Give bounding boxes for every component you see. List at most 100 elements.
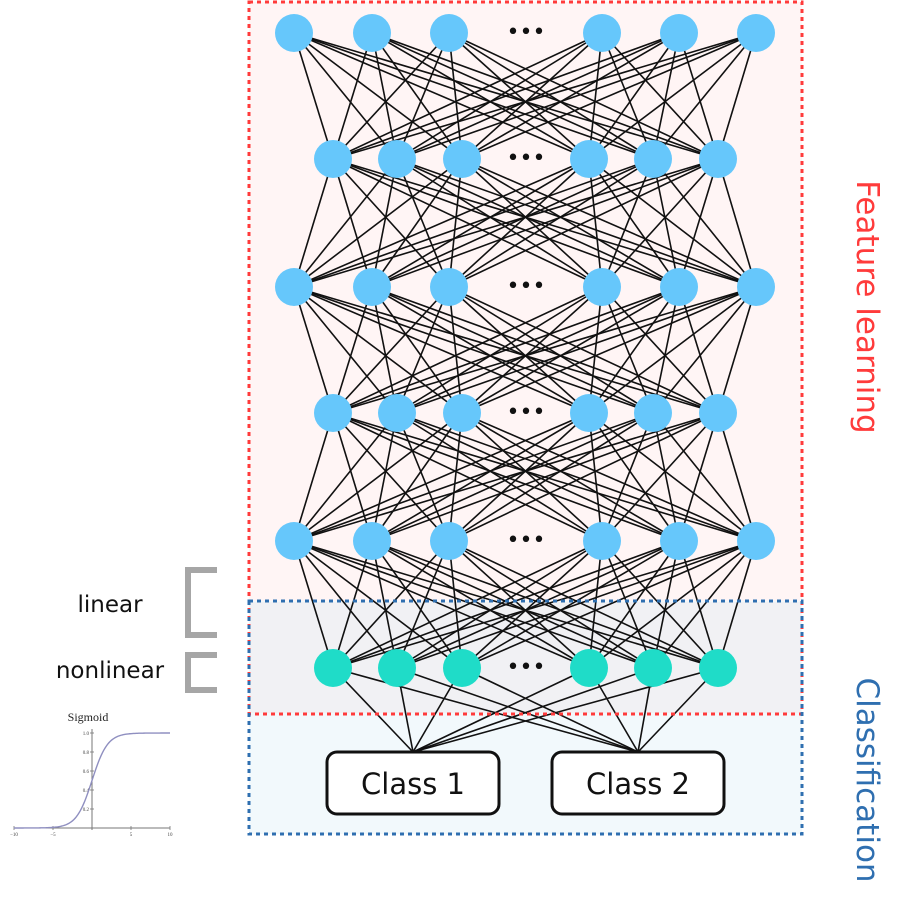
network-edge bbox=[717, 540, 757, 669]
output-layer-node bbox=[570, 649, 608, 687]
network-edge bbox=[412, 667, 719, 753]
network-edge bbox=[448, 286, 654, 414]
network-edge bbox=[652, 540, 680, 669]
network-edge bbox=[371, 158, 463, 288]
network-edge bbox=[332, 286, 680, 414]
network-edge bbox=[293, 32, 463, 160]
network-edge bbox=[448, 540, 654, 669]
hidden-layer-node bbox=[737, 268, 775, 306]
network-edge bbox=[293, 412, 719, 542]
feature-learning-region bbox=[249, 2, 802, 714]
network-edge bbox=[293, 412, 463, 542]
network-edge bbox=[412, 667, 590, 753]
network-edge bbox=[293, 32, 590, 160]
network-edge bbox=[293, 158, 463, 288]
network-edge bbox=[448, 32, 719, 160]
network-edge bbox=[448, 540, 719, 669]
network-edge bbox=[293, 540, 654, 669]
hidden-layer-node bbox=[583, 268, 621, 306]
network-edge bbox=[332, 32, 373, 160]
layer-ellipsis: ••• bbox=[507, 20, 546, 45]
network-edge bbox=[332, 286, 757, 414]
sigmoid-curve bbox=[13, 732, 171, 829]
network-edge bbox=[371, 32, 590, 160]
network-edge bbox=[588, 540, 757, 669]
output-layer-node bbox=[443, 649, 481, 687]
network-edge bbox=[293, 286, 463, 414]
network-edge bbox=[396, 286, 680, 414]
feature-learning-label: Feature learning bbox=[849, 180, 885, 433]
hidden-layer-node bbox=[443, 140, 481, 178]
network-edge bbox=[396, 540, 603, 669]
network-edge bbox=[396, 667, 639, 753]
network-edge bbox=[371, 412, 463, 542]
network-edge bbox=[293, 412, 590, 542]
sigmoid-y-tick: 0.8 bbox=[83, 751, 90, 756]
sigmoid-y-tick: 0.4 bbox=[83, 789, 90, 794]
network-edge bbox=[293, 540, 463, 669]
network-edge bbox=[293, 158, 590, 288]
hidden-layer-node bbox=[314, 140, 352, 178]
layer-ellipsis: ••• bbox=[507, 146, 546, 171]
network-edge bbox=[293, 158, 334, 288]
network-edge bbox=[652, 286, 680, 414]
network-edge bbox=[652, 32, 680, 160]
network-edge bbox=[371, 540, 590, 669]
network-edge bbox=[461, 158, 603, 288]
network-edge bbox=[448, 286, 719, 414]
network-edge bbox=[601, 540, 654, 669]
network-edge bbox=[601, 158, 719, 288]
network-edge bbox=[448, 540, 463, 669]
network-edge bbox=[637, 667, 719, 753]
network-edge bbox=[717, 412, 757, 542]
network-edge bbox=[332, 32, 603, 160]
layer-ellipsis: ••• bbox=[507, 528, 546, 553]
hidden-layer-node bbox=[275, 268, 313, 306]
network-edge bbox=[448, 412, 719, 542]
network-edge bbox=[293, 286, 334, 414]
network-edge bbox=[448, 158, 463, 288]
sigmoid-x-tick: 10 bbox=[168, 833, 174, 838]
output-layer-node bbox=[378, 649, 416, 687]
network-edge bbox=[448, 32, 463, 160]
network-edge bbox=[588, 412, 757, 542]
network-edge bbox=[717, 32, 757, 160]
network-edge bbox=[371, 32, 463, 160]
hidden-layer-node bbox=[660, 522, 698, 560]
network-edge bbox=[371, 286, 654, 414]
layer-ellipsis: ••• bbox=[507, 655, 546, 680]
output-layer-node bbox=[314, 649, 352, 687]
sigmoid-y-tick: 0.6 bbox=[83, 770, 90, 775]
hidden-layer-node bbox=[353, 268, 391, 306]
hidden-layer-node bbox=[699, 394, 737, 432]
network-edge bbox=[601, 32, 654, 160]
network-edge bbox=[332, 540, 757, 669]
network-edge bbox=[332, 32, 680, 160]
network-edge bbox=[293, 412, 654, 542]
network-edge bbox=[332, 32, 450, 160]
class-box-1: Class 1 bbox=[325, 750, 501, 816]
network-edge bbox=[396, 158, 603, 288]
network-edge bbox=[371, 412, 719, 542]
hidden-layer-node bbox=[378, 394, 416, 432]
network-edge bbox=[461, 540, 757, 669]
network-edge bbox=[461, 667, 639, 753]
network-edge bbox=[461, 32, 757, 160]
hidden-layer-node bbox=[583, 14, 621, 52]
network-edge bbox=[461, 412, 757, 542]
network-edge bbox=[601, 158, 654, 288]
network-edge bbox=[588, 32, 603, 160]
network-edge bbox=[371, 412, 654, 542]
hidden-layer-node bbox=[314, 394, 352, 432]
class-box-2: Class 2 bbox=[550, 750, 726, 816]
network-edge bbox=[332, 158, 603, 288]
network-edge bbox=[332, 286, 450, 414]
network-edge bbox=[396, 412, 603, 542]
network-edge bbox=[448, 158, 590, 288]
network-edge bbox=[293, 286, 398, 414]
network-edge bbox=[461, 540, 680, 669]
network-edge bbox=[332, 540, 680, 669]
network-edge bbox=[396, 412, 450, 542]
output-layer-node bbox=[699, 649, 737, 687]
network-edge bbox=[448, 158, 719, 288]
